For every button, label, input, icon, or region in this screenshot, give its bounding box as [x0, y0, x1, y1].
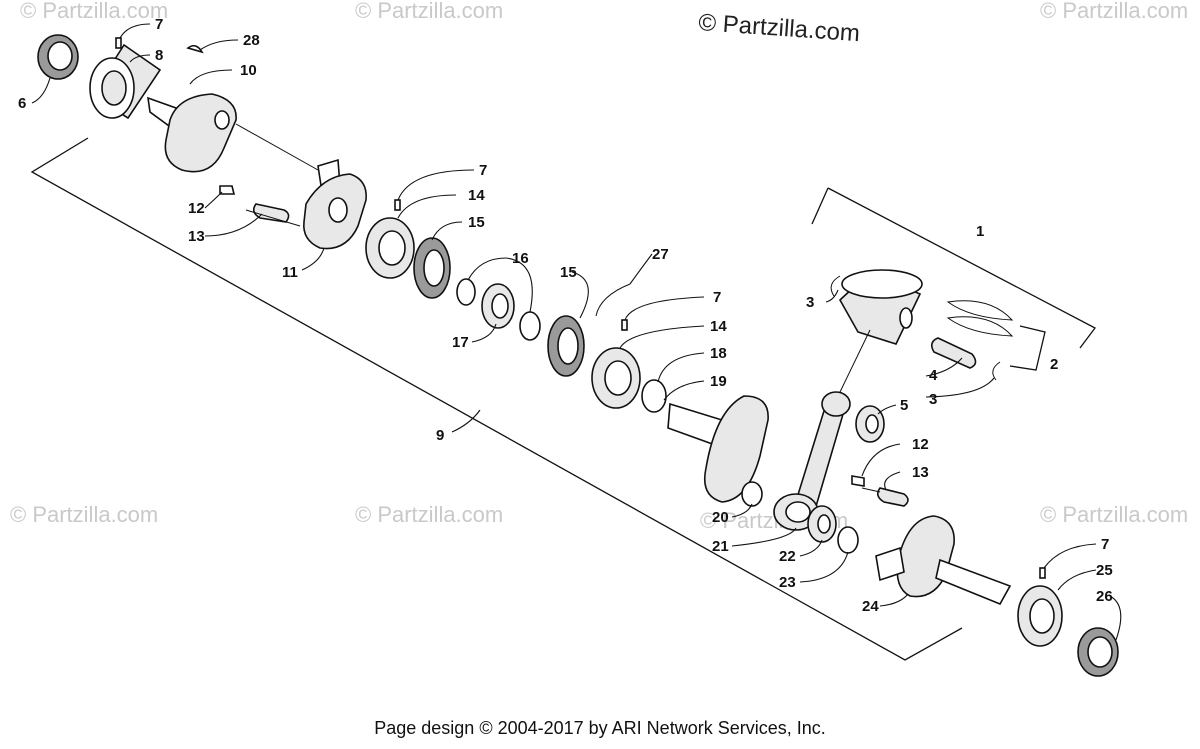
watermark: © Partzilla.com: [1040, 502, 1188, 527]
callout-13: 13: [188, 228, 205, 245]
bearing-25: [1017, 585, 1063, 647]
seal-15b: [547, 315, 585, 377]
dowel-pin-7b: [394, 199, 401, 211]
bearing-8: [89, 43, 162, 120]
callout-7: 7: [1101, 536, 1109, 553]
callout-18: 18: [710, 345, 727, 362]
oil-seal-26: [1077, 627, 1119, 677]
callouts: 1 2 3 3 4 5 6 7 7 7 7 8 9 10 11 12 12 13…: [18, 16, 1113, 615]
oil-seal-6: [37, 34, 79, 80]
gear-17: [481, 283, 515, 329]
piston-bracket-left: [811, 187, 829, 225]
callout-3: 3: [929, 391, 937, 408]
watermark: © Partzilla.com: [20, 0, 168, 23]
callout-15: 15: [560, 264, 577, 281]
axis-line: [245, 209, 301, 227]
callout-14: 14: [710, 318, 727, 335]
dowel-pin-7a: [115, 37, 122, 49]
seal-15: [413, 237, 451, 299]
callout-26: 26: [1096, 588, 1113, 605]
clip-27: [595, 283, 631, 317]
callout-21: 21: [712, 538, 729, 555]
ring-16: [456, 278, 476, 306]
callout-6: 6: [18, 95, 26, 112]
rod-axis-line: [839, 329, 871, 393]
callout-5: 5: [900, 397, 908, 414]
callout-17: 17: [452, 334, 469, 351]
callout-8: 8: [155, 47, 163, 64]
callout-14: 14: [468, 187, 485, 204]
ring-16b: [519, 311, 541, 341]
callout-4: 4: [929, 367, 938, 384]
watermarks: © Partzilla.com © Partzilla.com © Partzi…: [10, 0, 1188, 533]
axis-line: [861, 487, 881, 493]
woodruff-key-28: [186, 44, 204, 54]
crank-half-10: [147, 93, 237, 173]
callout-10: 10: [240, 62, 257, 79]
pin-13: [252, 203, 290, 223]
callout-1: 1: [976, 223, 984, 240]
crank-half-24: [875, 515, 1012, 606]
callout-20: 20: [712, 509, 729, 526]
watermark: © Partzilla.com: [1040, 0, 1188, 23]
callout-13: 13: [912, 464, 929, 481]
callout-9: 9: [436, 427, 444, 444]
piston-rings-2: [946, 300, 1014, 337]
bolt-12b: [851, 475, 865, 487]
needle-bearing-22: [807, 505, 837, 543]
bearing-14b: [591, 347, 641, 409]
assembly-bracket: [30, 137, 963, 661]
callout-27: 27: [652, 246, 669, 263]
watermark: © Partzilla.com: [355, 0, 503, 23]
piston: [838, 269, 923, 345]
callout-12: 12: [188, 200, 205, 217]
circlip-3b: [992, 361, 1001, 381]
axis-line: [235, 123, 319, 171]
watermark: © Partzilla.com: [10, 502, 158, 527]
callout-7: 7: [155, 16, 163, 33]
piston-bracket-right: [827, 187, 1096, 349]
watermark: © Partzilla.com: [355, 502, 503, 527]
bolt-12: [219, 185, 236, 195]
callout-28: 28: [243, 32, 260, 49]
washer-23: [837, 526, 859, 554]
callout-16: 16: [512, 250, 529, 267]
callout-25: 25: [1096, 562, 1113, 579]
wrist-pin-4: [930, 337, 977, 369]
pin-13b: [876, 487, 909, 507]
callout-7: 7: [479, 162, 487, 179]
callout-24: 24: [862, 598, 879, 615]
ring-bracket: [1009, 325, 1046, 371]
callout-2: 2: [1050, 356, 1058, 373]
callout-19: 19: [710, 373, 727, 390]
connecting-rod-21: [773, 391, 851, 531]
callout-22: 22: [779, 548, 796, 565]
callout-15: 15: [468, 214, 485, 231]
bearing-14: [365, 217, 415, 279]
crank-web-19: [667, 395, 769, 503]
watermark-top: © Partzilla.com: [698, 9, 861, 47]
callout-3: 3: [806, 294, 814, 311]
callout-11: 11: [282, 264, 298, 281]
washer-20: [741, 481, 763, 507]
ring-18: [641, 379, 667, 413]
page-footer: Page design © 2004-2017 by ARI Network S…: [374, 718, 826, 738]
needle-bearing-5: [855, 405, 885, 443]
dowel-pin-7c: [621, 319, 628, 331]
callout-12: 12: [912, 436, 929, 453]
circlip-3a: [830, 275, 841, 297]
callout-7: 7: [713, 289, 721, 306]
leader-lines: [31, 23, 1122, 641]
callout-23: 23: [779, 574, 796, 591]
dowel-pin-7d: [1039, 567, 1046, 579]
crank-half-11: [303, 158, 367, 250]
